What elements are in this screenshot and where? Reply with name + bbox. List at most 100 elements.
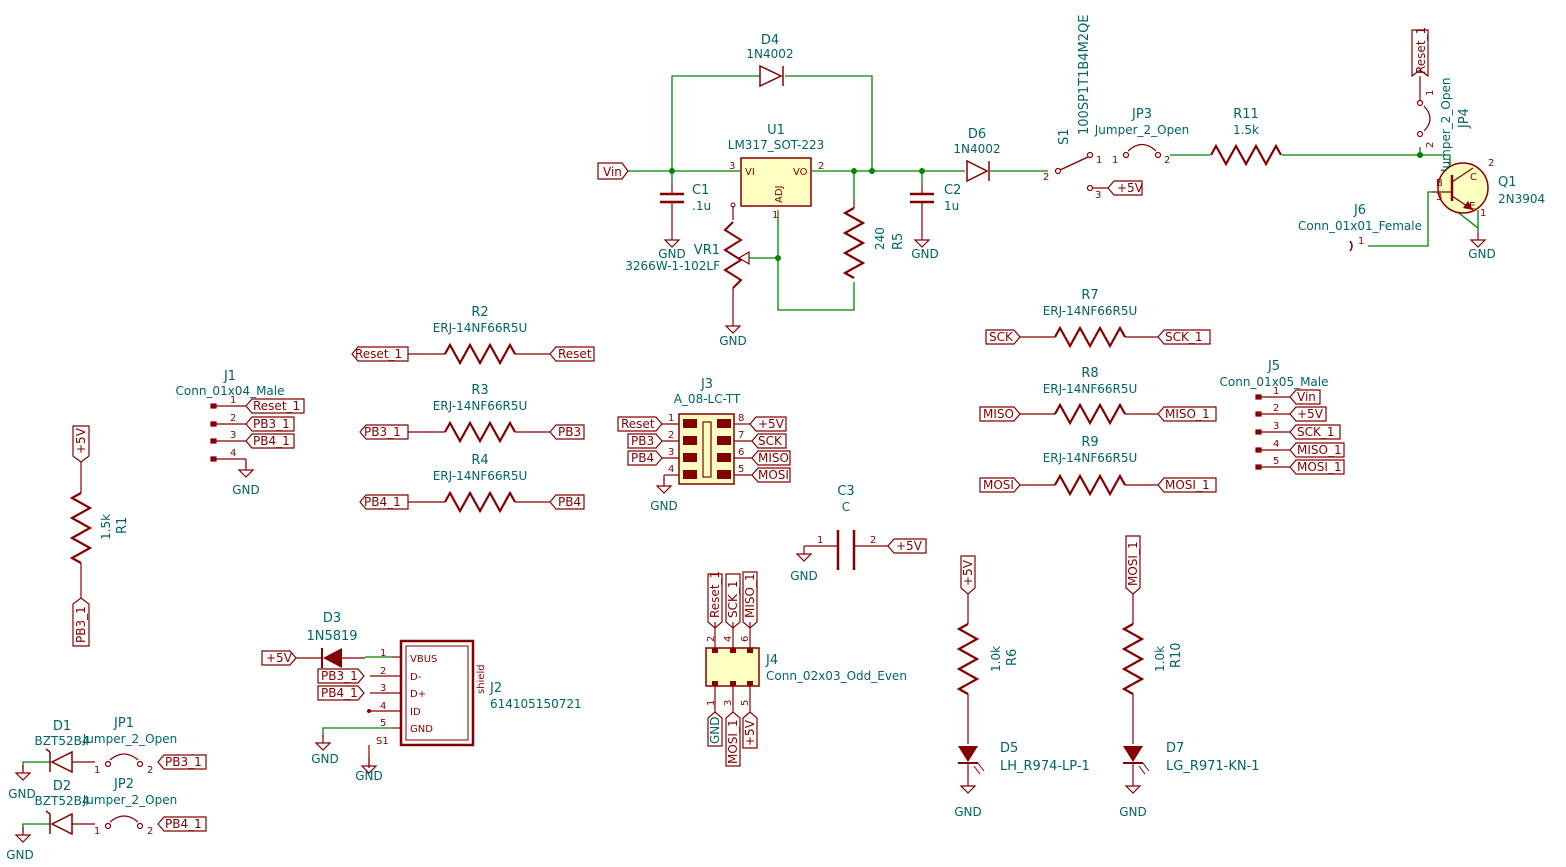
svg-text:GND: GND [311,752,339,766]
svg-text:J5: J5 [1267,359,1280,374]
svg-text:S1: S1 [376,736,389,747]
capacitor-c2[interactable]: C2 1u GND [910,183,961,261]
potentiometer-vr1[interactable]: VR1 3266W-1-102LF GND [625,202,750,348]
svg-text:JP4: JP4 [1457,108,1472,129]
svg-text:3: 3 [380,683,386,694]
svg-text:Jumper_2_Open: Jumper_2_Open [1439,78,1453,173]
resistor-r11[interactable]: R11 1.5k [1209,107,1283,166]
resistor-r7[interactable]: SCK SCK_1 R7 ERJ-14NF66R5U [985,288,1211,348]
svg-text:3266W-1-102LF: 3266W-1-102LF [625,259,720,273]
svg-text:GND: GND [355,769,383,783]
svg-text:+5V: +5V [266,651,293,665]
svg-text:E: E [1469,201,1475,212]
svg-text:SCK_1: SCK_1 [1165,330,1203,344]
connector-j1[interactable]: J1 Conn_01x04_Male 1 2 3 4 Reset_1 PB3_1… [176,369,305,497]
led-d5[interactable]: GND D5 LH_R974-LP-1 [954,741,1090,819]
svg-text:LG_R971-KN-1: LG_R971-KN-1 [1166,759,1260,774]
svg-text:PB4_1: PB4_1 [364,495,401,509]
jumper-jp3[interactable]: 1 2 JP3 Jumper_2_Open [1094,107,1189,166]
svg-text:3: 3 [1436,192,1442,203]
svg-text:1N4002: 1N4002 [953,142,1000,156]
svg-text:5: 5 [738,464,744,475]
svg-text:C: C [842,500,850,514]
resistor-r4[interactable]: PB4_1 PB4 R4 ERJ-14NF66R5U [359,453,585,513]
svg-text:2: 2 [1043,172,1049,183]
svg-text:ERJ-14NF66R5U: ERJ-14NF66R5U [433,469,528,483]
transistor-q1[interactable]: B C E 2 3 1 Q1 2N3904 GND [1432,158,1545,261]
resistor-r1[interactable]: +5V PB3_1 1.5k R1 [70,425,130,647]
svg-text:Conn_02x03_Odd_Even: Conn_02x03_Odd_Even [766,669,907,683]
svg-text:C1: C1 [692,183,709,198]
svg-text:J3: J3 [700,377,713,392]
diode-d6[interactable]: D6 1N4002 [953,127,1001,183]
svg-text:240: 240 [873,227,887,250]
svg-text:1: 1 [1273,386,1279,397]
svg-text:R2: R2 [471,305,488,320]
svg-text:2: 2 [818,161,824,172]
svg-text:2: 2 [668,430,674,441]
svg-text:B: B [1436,178,1443,189]
svg-text:Conn_01x05_Male: Conn_01x05_Male [1220,375,1329,389]
svg-text:GND: GND [708,716,722,744]
jumper-jp2[interactable]: JP2 Jumper_2_Open 1 2 PB4_1 [82,777,207,837]
svg-text:+5V: +5V [961,559,975,586]
led-d7[interactable]: GND D7 LG_R971-KN-1 [1119,741,1259,819]
zener-d1[interactable]: D1 BZT52B4 GND [8,719,95,801]
diode-d3[interactable]: D3 1N5819 +5V [261,611,365,668]
u1-ref: U1 [767,123,785,138]
svg-text:.1u: .1u [692,199,711,213]
svg-text:1: 1 [668,413,674,424]
resistor-r10[interactable]: MOSI_1 1.0k R10 [1122,535,1184,744]
svg-text:1: 1 [1480,208,1486,219]
svg-text:J2: J2 [489,681,502,696]
svg-text:+5V: +5V [1297,407,1324,421]
svg-text:MOSI_1: MOSI_1 [1297,460,1342,474]
svg-text:R10: R10 [1169,642,1184,668]
svg-text:Reset_1: Reset_1 [708,571,722,618]
svg-text:1.5k: 1.5k [1233,123,1259,137]
svg-text:Jumper_2_Open: Jumper_2_Open [1094,123,1189,137]
capacitor-c3[interactable]: C3 C 1 2 +5V GND [790,484,927,583]
svg-text:1: 1 [1096,155,1102,166]
svg-text:R6: R6 [1005,649,1020,666]
usb-connector-j2[interactable]: VBUS D- D+ ID GND 1 2 3 4 5 shield S1 J2… [311,639,582,783]
svg-text:2: 2 [706,636,717,642]
connector-j5[interactable]: J5 Conn_01x05_Male 1 2 3 4 5 Vin +5V SCK… [1220,359,1345,475]
regulator-u1[interactable]: U1 LM317_SOT-223 VI VO ADJ 3 2 1 [728,123,825,221]
svg-text:PB3_1: PB3_1 [74,606,88,643]
svg-text:100SP1T1B4M2QE: 100SP1T1B4M2QE [1077,14,1092,135]
diode-d4[interactable]: D4 1N4002 [746,33,794,88]
svg-text:1: 1 [706,700,717,706]
svg-text:Reset_1: Reset_1 [253,399,300,413]
svg-text:2: 2 [380,666,386,677]
svg-text:Vin: Vin [1297,390,1316,404]
svg-text:1: 1 [1112,155,1118,166]
resistor-r8[interactable]: MISO MISO_1 R8 ERJ-14NF66R5U [979,366,1217,425]
svg-text:ERJ-14NF66R5U: ERJ-14NF66R5U [1043,304,1138,318]
resistor-r3[interactable]: PB3_1 PB3 R3 ERJ-14NF66R5U [359,383,585,443]
connector-j4[interactable]: 2 4 6 1 3 5 Reset_1 SCK_1 MISO_1 GND MOS… [705,571,907,767]
connector-j6[interactable]: 1 J6 Conn_01x01_Female [1298,203,1422,252]
svg-text:1N5819: 1N5819 [306,629,357,644]
jumper-jp4[interactable]: Reset_1 1 2 JP4 Jumper_2_Open [1411,27,1472,173]
svg-text:D3: D3 [323,611,341,626]
switch-s1[interactable]: 2 1 3 S1 100SP1T1B4M2QE [1043,14,1102,201]
svg-text:VO: VO [793,167,808,178]
svg-text:GND: GND [911,247,939,261]
jumper-jp1[interactable]: JP1 Jumper_2_Open 1 2 PB3_1 [82,716,207,776]
svg-text:SCK_1: SCK_1 [1297,425,1335,439]
zener-d2[interactable]: D2 BZT52B4 GND [6,779,95,862]
svg-text:6: 6 [738,447,744,458]
svg-text:2: 2 [147,765,153,776]
svg-text:Q1: Q1 [1498,175,1517,190]
svg-text:4: 4 [380,701,386,712]
resistor-r5[interactable]: 240 R5 [843,200,906,280]
svg-text:BZT52B4: BZT52B4 [35,794,90,808]
svg-text:JP3: JP3 [1131,107,1152,122]
resistor-r9[interactable]: MOSI MOSI_1 R9 ERJ-14NF66R5U [979,435,1217,496]
svg-text:PB3_1: PB3_1 [165,755,202,769]
capacitor-c1[interactable]: C1 .1u GND [658,183,711,261]
resistor-r2[interactable]: Reset_1 Reset R2 ERJ-14NF66R5U [351,305,595,365]
resistor-r6[interactable]: +5V 1.0k R6 [957,555,1020,744]
connector-j3[interactable]: J3 A_08-LC-TT 1 2 3 4 8 7 6 5 Reset PB3 … [617,377,791,513]
